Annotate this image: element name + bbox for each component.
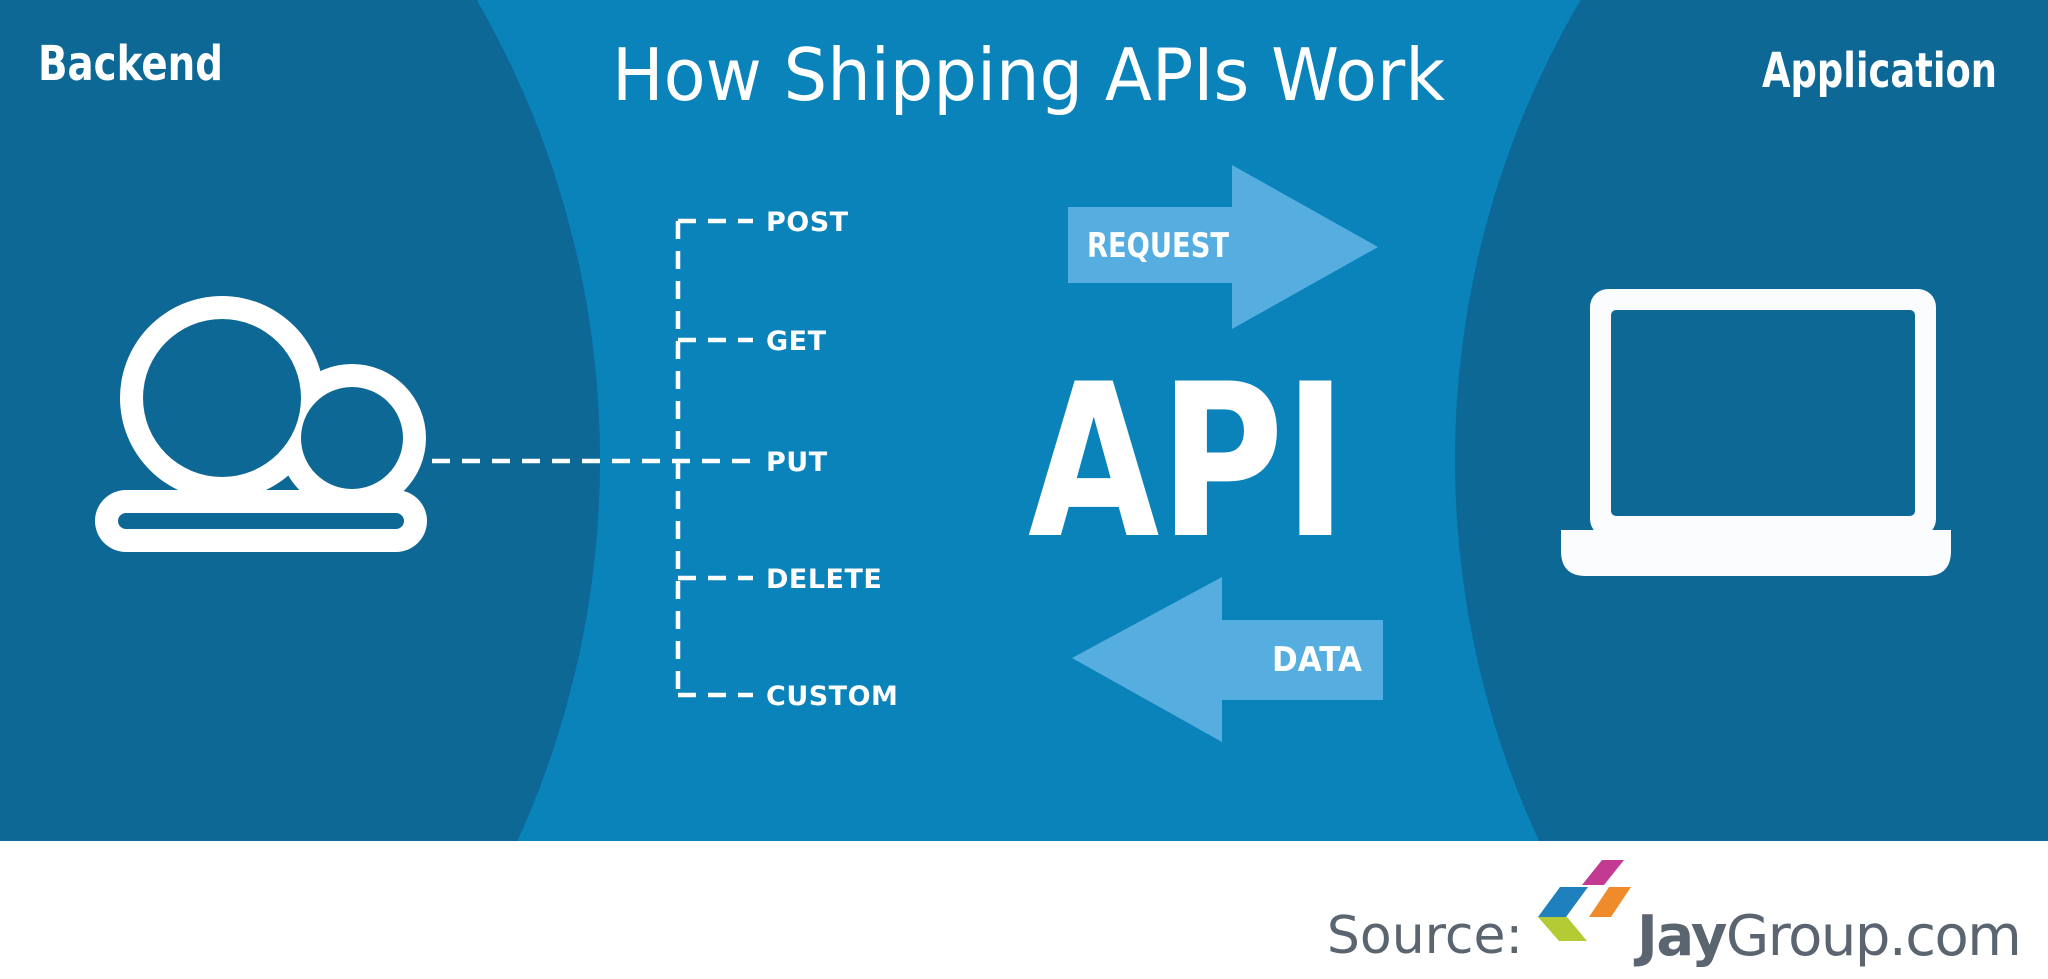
logo-chevron-orange [1589,887,1631,917]
backend-label: Backend [38,36,223,92]
jaygroup-logo-icon [1538,860,1631,941]
cloud-icon [95,296,427,552]
brand-name-regular: Group [1726,904,1889,969]
request-arrow-icon [1068,165,1378,329]
page-title: How Shipping APIs Work [612,33,1445,117]
laptop-icon [1561,289,1951,576]
brand-name: JayGroup.com [1633,904,2020,969]
brand-name-bold: Jay [1633,904,1727,969]
footer-bar [0,841,2048,979]
method-label-custom: CUSTOM [766,681,898,712]
logo-chevron-green [1538,917,1587,941]
request-label: REQUEST [1087,226,1230,266]
api-label: API [1028,338,1347,585]
method-label-put: PUT [766,447,828,478]
application-label: Application [1762,43,1997,99]
data-arrow-icon [1072,577,1383,742]
method-label-get: GET [766,326,827,357]
data-label: DATA [1272,640,1363,680]
methods-connector-lines [432,218,753,698]
method-label-delete: DELETE [766,564,882,595]
source-label: Source: [1327,906,1523,966]
logo-chevron-blue [1538,887,1588,917]
brand-name-suffix: .com [1889,904,2020,969]
logo-chevron-magenta [1582,860,1624,885]
method-label-post: POST [766,207,849,238]
